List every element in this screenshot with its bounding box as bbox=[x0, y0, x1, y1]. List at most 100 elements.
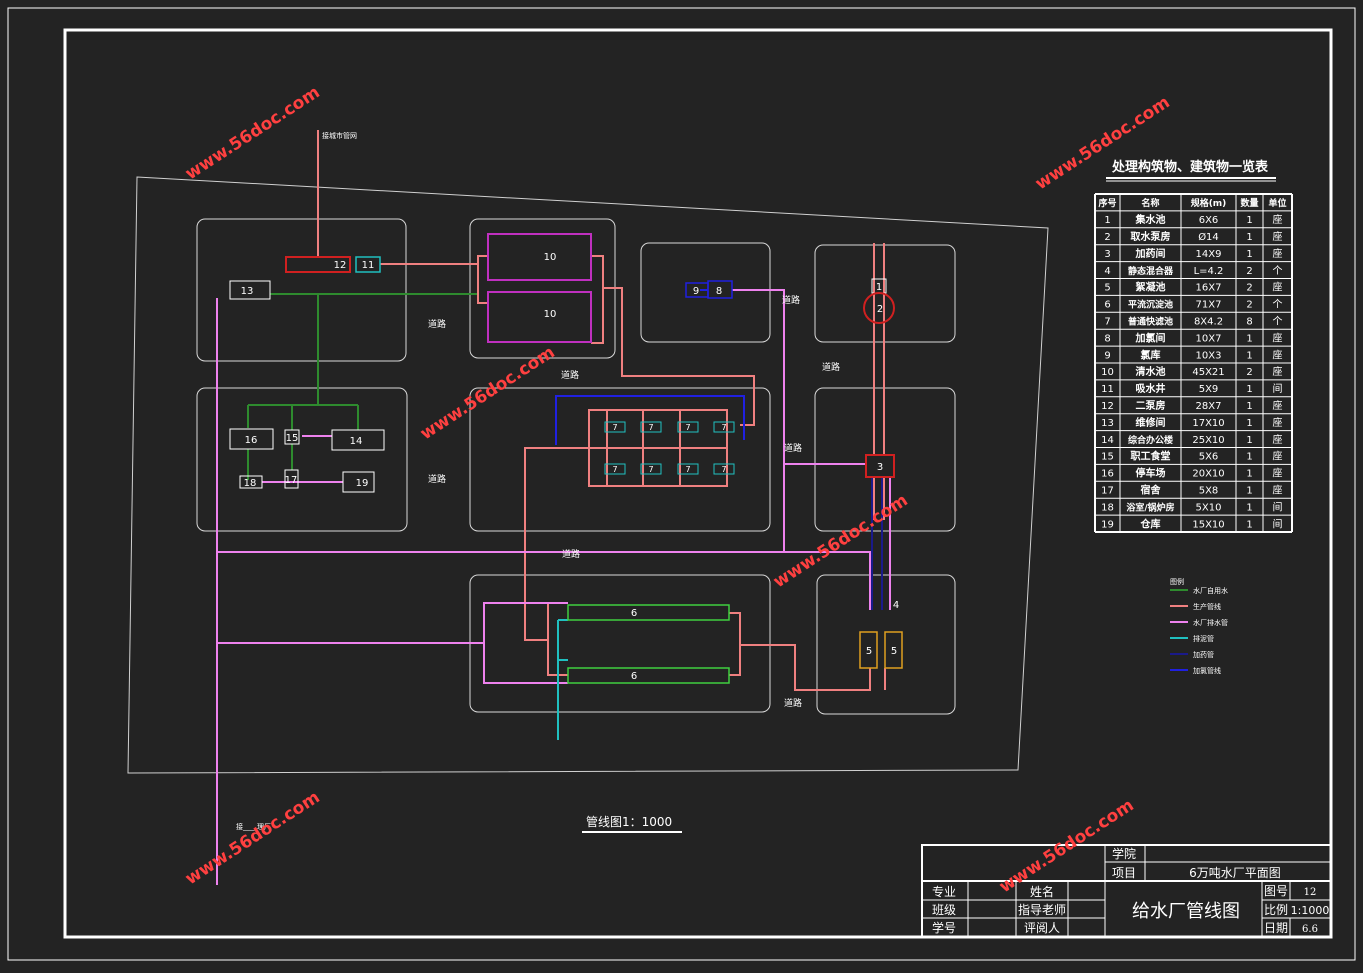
table-cell: 19 bbox=[1101, 519, 1114, 530]
svg-text:7: 7 bbox=[648, 423, 653, 432]
svg-text:7: 7 bbox=[685, 423, 690, 432]
table-cell: 5X10 bbox=[1196, 502, 1222, 513]
date-label: 日期 bbox=[1264, 921, 1288, 935]
table-cell: 10 bbox=[1101, 367, 1114, 378]
class-label: 班级 bbox=[932, 903, 956, 917]
project-value: 6万吨水厂平面图 bbox=[1189, 866, 1281, 880]
zone-clear-water bbox=[469, 218, 616, 359]
table-cell: L=4.2 bbox=[1194, 266, 1224, 277]
table-cell: 17 bbox=[1101, 485, 1114, 496]
table-cell: 个 bbox=[1273, 299, 1283, 311]
road-label: 道路 bbox=[428, 473, 446, 485]
watermarks: www.56doc.com www.56doc.com www.56doc.co… bbox=[182, 82, 1174, 897]
table-cell: 座 bbox=[1273, 348, 1283, 361]
table-cell: 平流沉淀池 bbox=[1128, 299, 1173, 311]
project-label: 项目 bbox=[1112, 866, 1136, 880]
table-cell: 1 bbox=[1246, 469, 1252, 480]
unit-5a-box bbox=[859, 631, 878, 669]
table-cell: 职工食堂 bbox=[1131, 450, 1171, 463]
unit-5b-label: 5 bbox=[891, 646, 897, 657]
unit-3-label: 3 bbox=[877, 462, 883, 473]
unit-10b-label: 10 bbox=[544, 309, 557, 320]
table-header-cell: 单位 bbox=[1268, 197, 1286, 209]
table-cell: 座 bbox=[1273, 247, 1283, 260]
table-cell: 1 bbox=[1246, 519, 1252, 530]
table-cell: 吸水井 bbox=[1136, 382, 1166, 395]
road-labels: 道路 道路 道路 道路 道路 道路 道路 道路 bbox=[428, 294, 840, 709]
outer-frame bbox=[7, 7, 1356, 961]
backwash-pipes bbox=[557, 619, 568, 740]
table-cell: 2 bbox=[1246, 266, 1252, 277]
zone-office bbox=[196, 387, 408, 532]
svg-text:7: 7 bbox=[721, 423, 726, 432]
table-cell: 1 bbox=[1246, 485, 1252, 496]
zone-filters bbox=[469, 387, 771, 532]
table-cell: 2 bbox=[1104, 232, 1110, 243]
table-cell: 静态混合器 bbox=[1128, 265, 1174, 277]
discharge-label: 接____理厂 bbox=[236, 822, 271, 831]
filter-labels: 7 7 7 7 7 7 7 7 bbox=[612, 423, 726, 474]
table-cell: 停车场 bbox=[1136, 467, 1166, 480]
table-cell: 1 bbox=[1246, 232, 1252, 243]
table-cell: 5 bbox=[1104, 283, 1110, 294]
unit-10a-box bbox=[487, 233, 592, 281]
table-cell: 座 bbox=[1273, 365, 1283, 378]
unit-12-box bbox=[285, 256, 351, 273]
table-cell: 28X7 bbox=[1196, 401, 1222, 412]
dosing-pipes bbox=[871, 478, 883, 610]
unit-8-label: 8 bbox=[716, 286, 722, 297]
table-cell: 絮凝池 bbox=[1136, 281, 1166, 294]
legend-label: 水厂自用水 bbox=[1193, 586, 1228, 595]
table-cell: 1 bbox=[1104, 215, 1110, 226]
table-cell: 2 bbox=[1246, 367, 1252, 378]
table-cell: 综合办公楼 bbox=[1128, 434, 1173, 446]
table-header-cell: 名称 bbox=[1141, 197, 1159, 209]
table-cell: 11 bbox=[1101, 384, 1114, 395]
table-cell: 15X10 bbox=[1192, 519, 1224, 530]
institute-label: 学院 bbox=[1112, 846, 1136, 861]
unit-5b-box bbox=[884, 631, 903, 669]
unit-19-box bbox=[342, 471, 375, 493]
svg-text:7: 7 bbox=[685, 465, 690, 474]
table-cell: 普通快滤池 bbox=[1128, 315, 1173, 327]
unit-15-box bbox=[284, 429, 300, 445]
table-cell: 1 bbox=[1246, 350, 1252, 361]
table-cell: 16 bbox=[1101, 469, 1114, 480]
table-cell: 座 bbox=[1273, 281, 1283, 294]
road-label: 道路 bbox=[428, 318, 446, 330]
table-cell: 8X4.2 bbox=[1194, 316, 1223, 327]
table-cell: 取水泵房 bbox=[1131, 230, 1171, 243]
table-cell: 3 bbox=[1104, 249, 1110, 260]
drainage-pipes bbox=[216, 289, 891, 885]
title-block-text: 学院 项目 6万吨水厂平面图 专业 班级 学号 姓名 指导老师 评阅人 给水厂管… bbox=[932, 846, 1329, 935]
unit-10b-box bbox=[487, 291, 592, 343]
table-cell: 个 bbox=[1273, 265, 1283, 277]
table-cell: 仓库 bbox=[1140, 517, 1161, 530]
unit-3-box bbox=[865, 454, 895, 478]
table-cell: 氯库 bbox=[1141, 348, 1161, 361]
svg-text:7: 7 bbox=[612, 465, 617, 474]
zone-sedimentation bbox=[469, 574, 771, 713]
reviewer-label: 评阅人 bbox=[1024, 921, 1060, 935]
zone-pump-house bbox=[196, 218, 407, 362]
unit-16-box bbox=[229, 428, 274, 450]
chlorine-pipes bbox=[555, 289, 745, 445]
drawing-frame bbox=[63, 28, 1333, 939]
table-cell: 2 bbox=[1246, 283, 1252, 294]
table-cell: 10X7 bbox=[1196, 333, 1222, 344]
unit-5a-label: 5 bbox=[866, 646, 872, 657]
table-cell: 加氯间 bbox=[1135, 331, 1166, 344]
table-cell: 1 bbox=[1246, 418, 1252, 429]
table-cell: 17X10 bbox=[1192, 418, 1224, 429]
table-cell: 二泵房 bbox=[1136, 399, 1166, 412]
drawing-title: 给水厂管线图 bbox=[1132, 901, 1240, 922]
table-cell: 清水池 bbox=[1136, 365, 1166, 378]
unit-1-label: 1 bbox=[876, 282, 882, 293]
table-cell: 间 bbox=[1273, 382, 1283, 395]
table-cell: 座 bbox=[1273, 399, 1283, 412]
site-boundary bbox=[127, 176, 1049, 774]
table-cell: 2 bbox=[1246, 300, 1252, 311]
